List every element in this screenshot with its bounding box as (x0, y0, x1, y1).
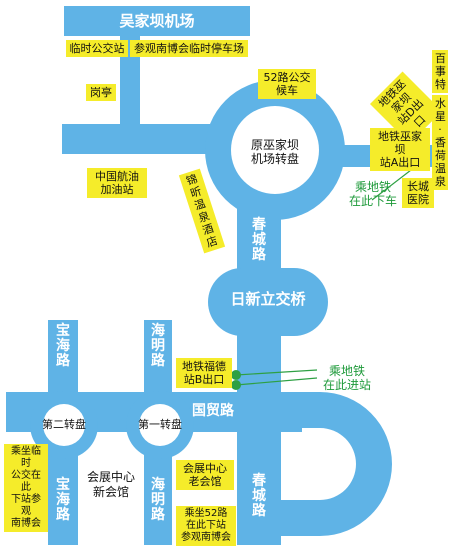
metro-b-pointer-2 (235, 377, 318, 386)
changcheng-hospital-label: 长城 医院 (402, 178, 434, 208)
airport-access-road (120, 36, 140, 126)
bus52-expo-label: 乘坐52路 在此下站 参观南博会 (176, 506, 236, 546)
cnaf-station-label: 中国航油 加油站 (87, 168, 147, 198)
baishite-label: 百 事 特 (432, 50, 448, 93)
second-roundabout-center (43, 404, 85, 446)
second-roundabout-text: 第二转盘 (42, 418, 86, 431)
airport-roundabout-text: 原巫家坝 机场转盘 (250, 138, 299, 166)
metro-get-on-note: 乘地铁 在此进站 (322, 364, 371, 392)
expo-new-text: 会展中心 新会馆 (86, 470, 135, 499)
road-network (6, 6, 435, 545)
airport-title: 吴家坝机场 (119, 12, 195, 30)
temp-bus-stop-label: 临时公交站 (66, 40, 128, 57)
u-turn-loop (281, 392, 392, 536)
guomao-road-text: 国贸路 (192, 403, 234, 419)
first-roundabout-center (139, 404, 181, 446)
metro-exit-a-label: 地铁巫家坝 站A出口 (370, 128, 430, 171)
shuixing-hotspring-label: 水 星· 香 荷 温 泉 (432, 95, 448, 190)
metro-fude-b-dot-1 (231, 370, 241, 380)
expo-parking-label: 参观南博会临时停车场 (130, 40, 248, 57)
sentry-box-label: 岗亭 (86, 84, 116, 101)
airport-building (64, 6, 250, 36)
temp-bus-expo-label: 乘坐临时 公交在此 下站参观 南博会 (4, 444, 48, 532)
metro-b-pointer-1 (235, 369, 318, 376)
first-roundabout-text: 第一转盘 (138, 418, 182, 431)
metro-get-off-note: 乘地铁 在此下车 (348, 180, 397, 208)
metro-fude-b-dot-2 (231, 380, 241, 390)
chuncheng-road-lower (237, 330, 281, 545)
haiming-road-upper-text: 海 明 路 (151, 323, 165, 369)
bus52-stop-label: 52路公交 候车 (258, 69, 316, 99)
chuncheng-road-lower-text: 春 城 路 (252, 473, 266, 519)
baohai-road-lower-text: 宝 海 路 (56, 477, 70, 523)
rixin-interchange (208, 268, 328, 336)
baohai-road-upper-text: 宝 海 路 (56, 323, 70, 369)
expo-old-label: 会展中心 老会馆 (176, 460, 234, 490)
metro-fude-exit-b-label: 地铁福德 站B出口 (176, 358, 232, 388)
haiming-road-lower-text: 海 明 路 (151, 477, 165, 523)
rixin-interchange-text: 日新立交桥 (230, 290, 306, 308)
chuncheng-road-upper-text: 春 城 路 (252, 217, 266, 263)
airport-roundabout-center (231, 106, 319, 194)
